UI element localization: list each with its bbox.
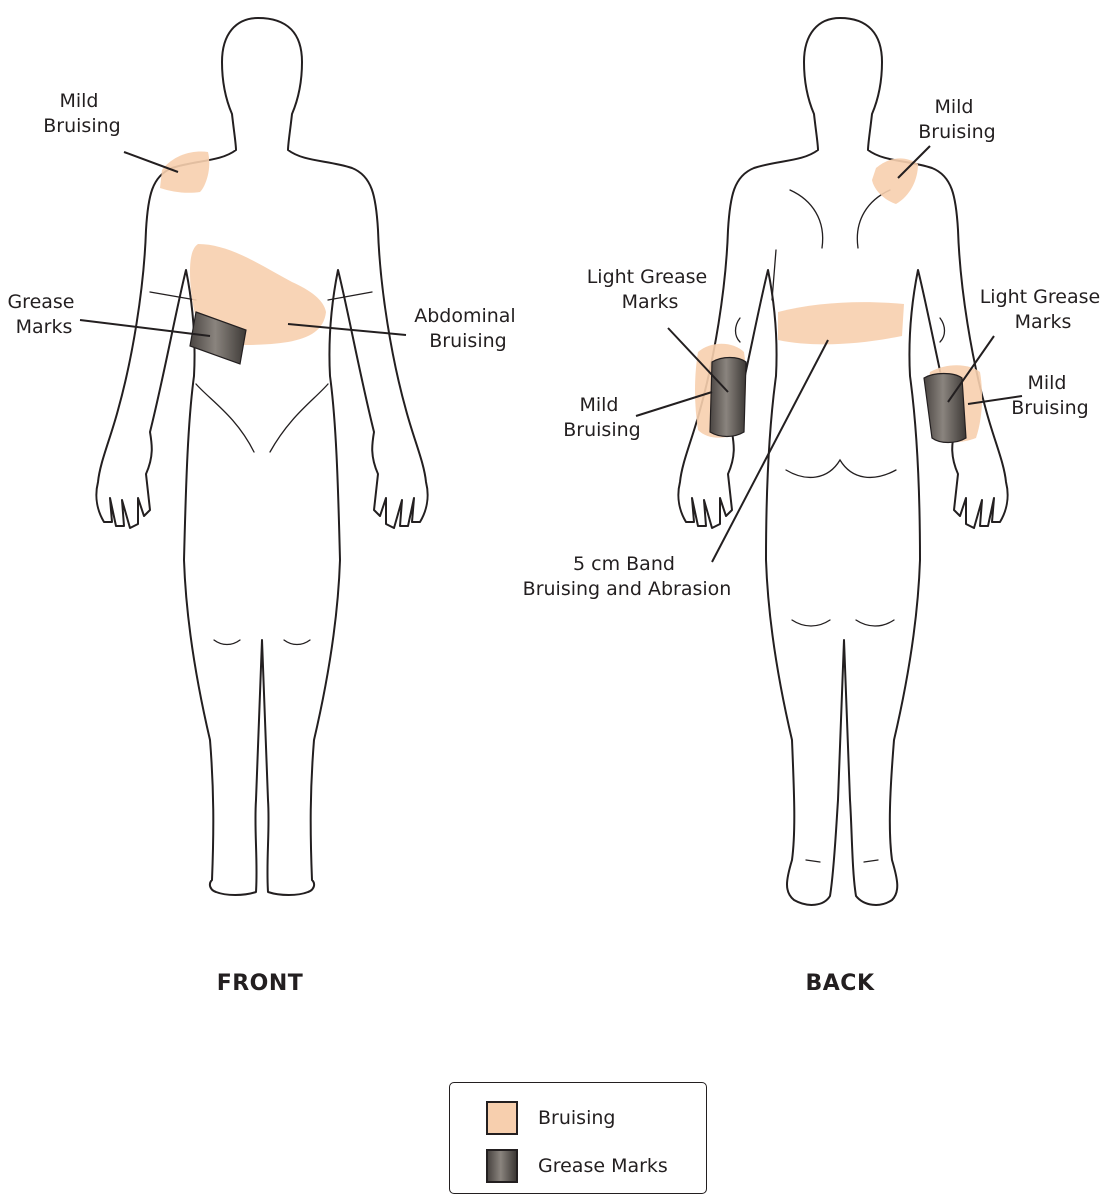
legend: Bruising Grease Marks: [449, 1082, 707, 1194]
legend-label-bruising: Bruising: [538, 1107, 615, 1129]
back-band-label: 5 cm Band Bruising and Abrasion: [523, 553, 732, 600]
front-grease-label: Grease Marks: [7, 291, 80, 338]
back-waist-band-bruise: [778, 302, 904, 344]
front-body-figure: Mild Bruising Grease Marks Abdominal Bru…: [7, 18, 521, 996]
front-view-title: FRONT: [217, 971, 304, 996]
back-left-grease-label: Light Grease Marks: [587, 266, 714, 313]
back-body-figure: Mild Bruising Light Grease Marks Mild Br…: [523, 18, 1107, 996]
back-body-outline: [678, 18, 1007, 905]
legend-item-bruising: Bruising: [486, 1101, 615, 1135]
grease-marks-swatch: [486, 1149, 518, 1183]
back-shoulder-label: Mild Bruising: [918, 96, 995, 143]
bruising-swatch: [486, 1101, 518, 1135]
back-left-bruise-label: Mild Bruising: [563, 394, 640, 441]
front-shoulder-bruise: [160, 152, 209, 193]
front-shoulder-label: Mild Bruising: [43, 90, 120, 137]
back-right-bruise-label: Mild Bruising: [1011, 372, 1088, 419]
back-view-title: BACK: [806, 971, 875, 996]
back-left-forearm-grease: [710, 358, 746, 437]
legend-label-grease-marks: Grease Marks: [538, 1155, 668, 1177]
front-abdominal-label: Abdominal Bruising: [414, 305, 522, 352]
legend-item-grease-marks: Grease Marks: [486, 1149, 668, 1183]
back-right-grease-label: Light Grease Marks: [980, 286, 1107, 333]
front-body-outline: [96, 18, 427, 895]
